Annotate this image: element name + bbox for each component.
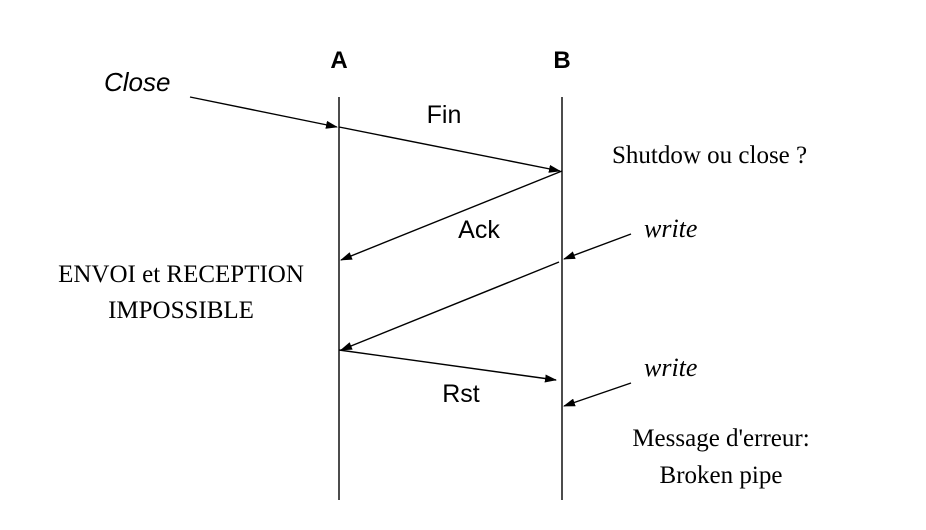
envoi-line-2: IMPOSSIBLE bbox=[108, 297, 254, 324]
ack-label: Ack bbox=[458, 216, 500, 244]
write-label-second: write bbox=[644, 353, 697, 382]
close-arrow bbox=[189, 96, 338, 129]
envoi-line-1: ENVOI et RECEPTION bbox=[58, 261, 304, 288]
shutdown-question: Shutdow ou close ? bbox=[612, 142, 807, 169]
ack-arrow bbox=[340, 170, 563, 261]
fin-arrow bbox=[338, 126, 561, 173]
error-line-2: Broken pipe bbox=[660, 462, 783, 489]
rst-label: Rst bbox=[442, 380, 480, 408]
write-label-first: write bbox=[644, 214, 697, 243]
fin-label: Fin bbox=[427, 101, 462, 129]
close-label: Close bbox=[104, 67, 170, 97]
write-arrow-first bbox=[563, 233, 632, 260]
data-arrow bbox=[340, 261, 560, 351]
write-arrow-second bbox=[563, 382, 632, 407]
actor-a-label: A bbox=[330, 47, 347, 74]
error-line-1: Message d'erreur: bbox=[632, 425, 809, 452]
actor-b-label: B bbox=[553, 47, 570, 74]
rst-arrow bbox=[338, 349, 557, 383]
